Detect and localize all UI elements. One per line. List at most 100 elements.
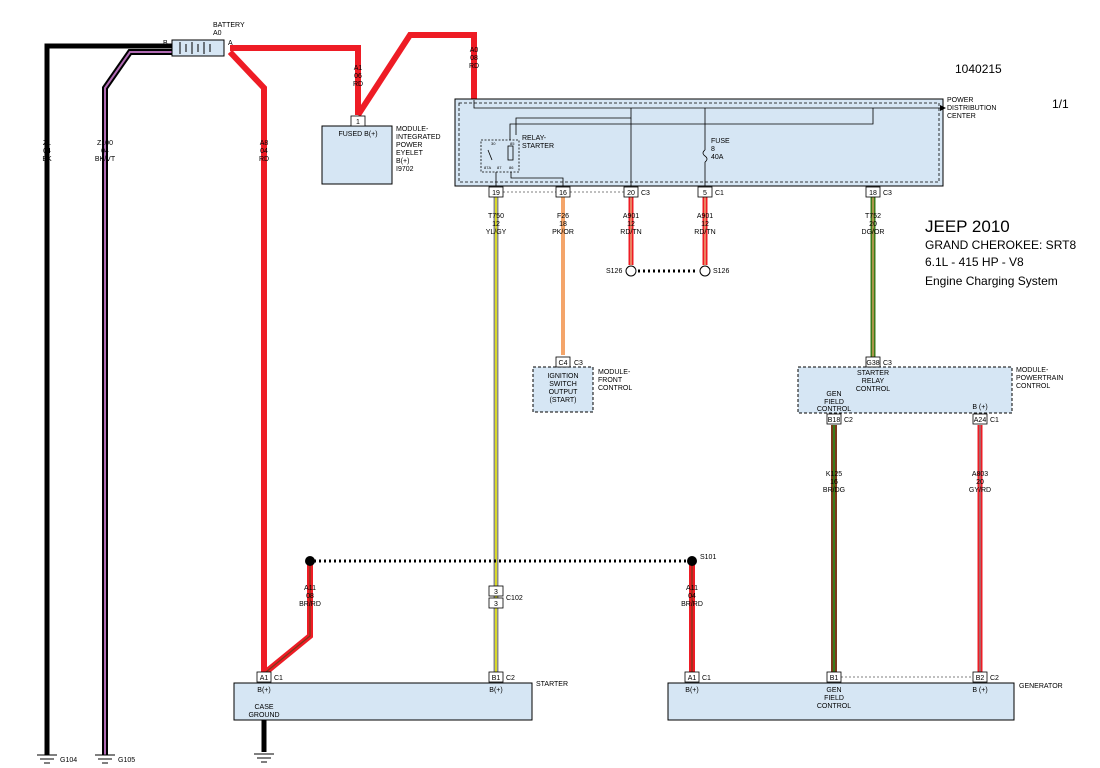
svg-text:08: 08 [306,593,314,600]
label-a11-left: A11 08 BR/RD [299,585,321,608]
module-front-control: C4 C3 IGNITION SWITCH OUTPUT (START) MOD… [532,356,632,413]
splice-s126-right: S126 [699,265,729,277]
battery: BATTERY A0 B A [163,22,245,57]
label-a1: A1 06 RD [353,65,363,88]
svg-text:RD: RD [469,63,479,70]
pdc-pin-5: 5 [703,190,707,197]
svg-text:S126: S126 [713,268,729,275]
svg-text:BK: BK [42,156,52,163]
relay-starter: 30 85 87A 87 86 RELAY- STARTER [480,135,564,186]
pdc-pin-19: 19 [492,190,500,197]
svg-text:C2: C2 [990,675,999,682]
wire-z100 [102,49,172,755]
svg-text:POWERTRAIN: POWERTRAIN [1016,375,1063,382]
battery-label: BATTERY [213,22,245,29]
ground-g104: G104 [37,754,77,764]
battery-terminal-b: B [163,40,168,47]
label-z1: Z1 04 BK [42,140,52,163]
svg-text:B (+): B (+) [972,404,987,411]
svg-text:40A: 40A [711,154,724,161]
svg-text:A901: A901 [623,213,639,220]
diagram-title-block: JEEP 2010 GRAND CHEROKEE: SRT8 6.1L - 41… [925,217,1076,288]
svg-text:C3: C3 [883,190,892,197]
fuse-8: FUSE 8 40A [702,138,730,163]
title-system: Engine Charging System [925,274,1058,288]
generator: A1 C1 B(+) B1 GEN FIELD CONTROL B2 C2 B … [667,671,1063,721]
svg-text:20: 20 [976,479,984,486]
svg-text:STARTER: STARTER [536,681,568,688]
wire-a11-left [264,563,313,675]
svg-text:04: 04 [688,593,696,600]
svg-text:87A: 87A [484,165,491,170]
starter-pin-a1: A1 [260,675,269,682]
fused-module-label: FUSED B(+) [338,131,377,138]
svg-text:RD/TN: RD/TN [620,229,641,236]
svg-text:IGNITION: IGNITION [547,373,578,380]
svg-text:S101: S101 [700,554,716,561]
svg-text:C102: C102 [506,595,523,602]
svg-text:04: 04 [43,148,51,155]
label-a901-left: A901 12 RD/TN [620,213,641,236]
svg-text:C2: C2 [844,417,853,424]
splice-s101: S101 [305,554,716,566]
svg-text:FRONT: FRONT [598,377,623,384]
svg-text:B(+): B(+) [257,687,270,694]
svg-text:T752: T752 [865,213,881,220]
pcm-pin-b18: B18 [828,417,841,424]
battery-code: A0 [213,30,222,37]
battery-terminal-a: A [228,40,233,47]
svg-text:86: 86 [509,165,514,170]
svg-text:G104: G104 [60,757,77,764]
svg-text:CONTROL: CONTROL [817,703,851,710]
title-engine: 6.1L - 415 HP - V8 [925,255,1024,269]
svg-text:12: 12 [492,221,500,228]
svg-text:A11: A11 [686,585,698,592]
label-a0: A0 08 RD [469,47,479,70]
label-a8: A8 04 RD [259,140,269,163]
svg-text:DISTRIBUTION: DISTRIBUTION [947,105,996,112]
svg-text:CONTROL: CONTROL [817,406,851,413]
svg-text:CENTER: CENTER [947,113,976,120]
svg-text:3: 3 [494,601,498,608]
svg-text:POWER: POWER [947,97,973,104]
svg-text:G105: G105 [118,757,135,764]
generator-pin-b2: B2 [976,675,985,682]
svg-text:INTEGRATED: INTEGRATED [396,134,441,141]
module-integrated-power-eyelet: 1 FUSED B(+) MODULE- INTEGRATED POWER EY… [321,115,441,185]
svg-text:SWITCH: SWITCH [549,381,577,388]
label-k125: K125 16 BR/DG [823,471,845,494]
svg-text:Z100: Z100 [97,140,113,147]
svg-text:GEN: GEN [826,687,841,694]
document-number: 1040215 [955,62,1002,76]
svg-text:BR/RD: BR/RD [299,601,321,608]
svg-text:FUSE: FUSE [711,138,730,145]
svg-text:EYELET: EYELET [396,150,424,157]
svg-text:I9702: I9702 [396,166,414,173]
svg-text:S126: S126 [606,268,622,275]
svg-text:GY/RD: GY/RD [969,487,991,494]
label-a11-right: A11 04 BR/RD [681,585,703,608]
label-a803: A803 20 GY/RD [969,471,991,494]
svg-text:RD: RD [353,81,363,88]
splice-s126-left: S126 [606,265,637,277]
svg-text:B(+): B(+) [396,158,409,165]
svg-text:C3: C3 [574,360,583,367]
svg-text:CONTROL: CONTROL [856,386,890,393]
fcm-pin-c4: C4 [559,360,568,367]
svg-text:12: 12 [627,221,635,228]
svg-text:RD: RD [259,156,269,163]
wire-a8 [227,49,267,672]
svg-text:85: 85 [510,141,515,146]
svg-text:BR/DG: BR/DG [823,487,845,494]
svg-text:A8: A8 [260,140,269,147]
svg-text:RELAY-: RELAY- [522,135,547,142]
svg-text:C3: C3 [883,360,892,367]
svg-text:06: 06 [354,73,362,80]
svg-text:K125: K125 [826,471,842,478]
svg-text:BR/RD: BR/RD [681,601,703,608]
svg-text:OUTPUT: OUTPUT [549,389,579,396]
svg-text:YL/GY: YL/GY [486,229,507,236]
label-t750: T750 12 YL/GY [486,213,507,236]
title-model: GRAND CHEROKEE: SRT8 [925,238,1076,252]
